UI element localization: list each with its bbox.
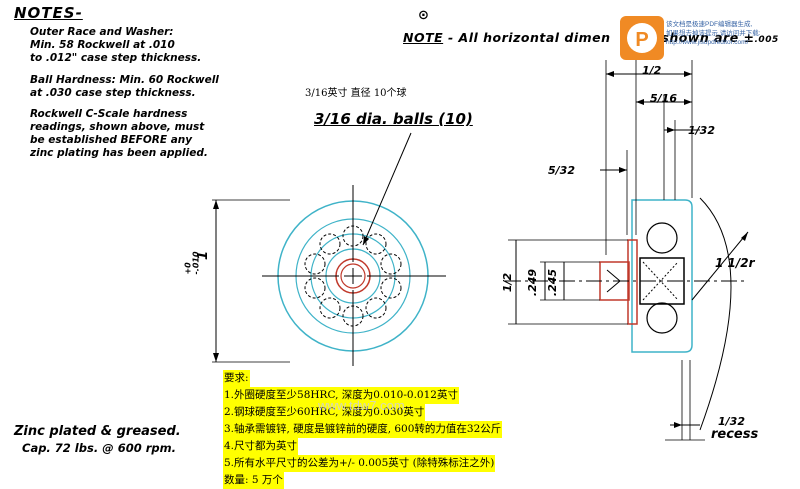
req-item-5: 5.所有水平尺寸的公差为+/- 0.005英寸 (除特殊标注之外)	[223, 455, 496, 472]
dim-recess: 1/32	[718, 415, 745, 428]
pdf-editor-logo: P	[620, 16, 664, 60]
ball-section-bottom	[646, 302, 678, 334]
outer-race-section	[631, 199, 693, 353]
note-ball-hardness: Ball Hardness: Min. 60 Rockwell at .030 …	[30, 74, 219, 99]
balls-label-text: 3/16 dia. balls (10)	[314, 110, 473, 128]
note-outer-race: Outer Race and Washer: Min. 58 Rockwell …	[30, 26, 202, 64]
note-tolerance: .005	[754, 35, 779, 45]
washer-section	[627, 239, 638, 325]
dim-radius: 1 1/2r	[715, 256, 755, 270]
balls-chinese-label: 3/16英寸 直径 10个球	[305, 88, 407, 99]
note-rockwell: Rockwell C-Scale hardness readings, show…	[30, 108, 208, 159]
note-text: - All horizontal dimen	[443, 30, 611, 45]
notes-title: NOTES-	[14, 4, 83, 22]
balls-leader	[362, 132, 412, 246]
req-item-3: 3.轴承需镀锌, 硬度是镀锌前的硬度, 600转的力值在32公斤	[223, 421, 503, 438]
side-view	[505, 60, 749, 441]
dim-249: .249	[526, 268, 540, 297]
datum-symbol: ⊙	[418, 8, 429, 23]
pdf-p-icon: P	[627, 23, 657, 53]
dim-five-32: 5/32	[548, 164, 575, 177]
req-item-1: 1.外圈硬度至少58HRC, 深度为0.010-0.012英寸	[223, 387, 459, 404]
front-view	[212, 132, 446, 366]
ball-section-top	[646, 222, 678, 254]
pdf-watermark-tip: 该文档是极速PDF编辑器生成, 如果想去掉该提示,请访问并下载: http://…	[666, 21, 761, 46]
capacity-note: Cap. 72 lbs. @ 600 rpm.	[22, 441, 176, 455]
dim-five-sixteenths: 5/16	[650, 92, 677, 105]
note-prefix: NOTE	[403, 30, 444, 45]
dim-outer-tol: +0 -.010	[183, 251, 201, 275]
req-item-4: 4.尺寸都为英寸	[223, 438, 299, 455]
svg-text:P: P	[635, 29, 648, 51]
ball-circles	[304, 225, 402, 327]
dim-one-32: 1/32	[688, 124, 715, 137]
center-lines	[262, 185, 446, 366]
req-item-2: 2.钢球硬度至少60HRC, 深度为0.030英寸	[223, 404, 426, 421]
dim-left-half: 1/2	[501, 272, 515, 293]
requirements-block: 要求: 1.外圈硬度至少58HRC, 深度为0.010-0.012英寸 2.钢球…	[223, 370, 503, 489]
balls-label: 3/16 dia. balls (10)	[314, 110, 473, 128]
note-suffix: shown are ±	[656, 30, 755, 45]
req-title: 要求:	[223, 370, 250, 387]
req-quantity: 数量: 5 万个	[223, 472, 284, 489]
site-watermark: www.tdw7.com	[318, 398, 405, 413]
zinc-plated-note: Zinc plated & greased.	[14, 424, 181, 439]
dim-half: 1/2	[642, 64, 662, 77]
dim-245: .245	[546, 268, 560, 297]
horizontal-tolerance-note: NOTE - All horizontal dimen shown are ±.…	[403, 30, 779, 45]
bore-inner	[340, 263, 366, 289]
recess-label: recess	[711, 427, 759, 442]
